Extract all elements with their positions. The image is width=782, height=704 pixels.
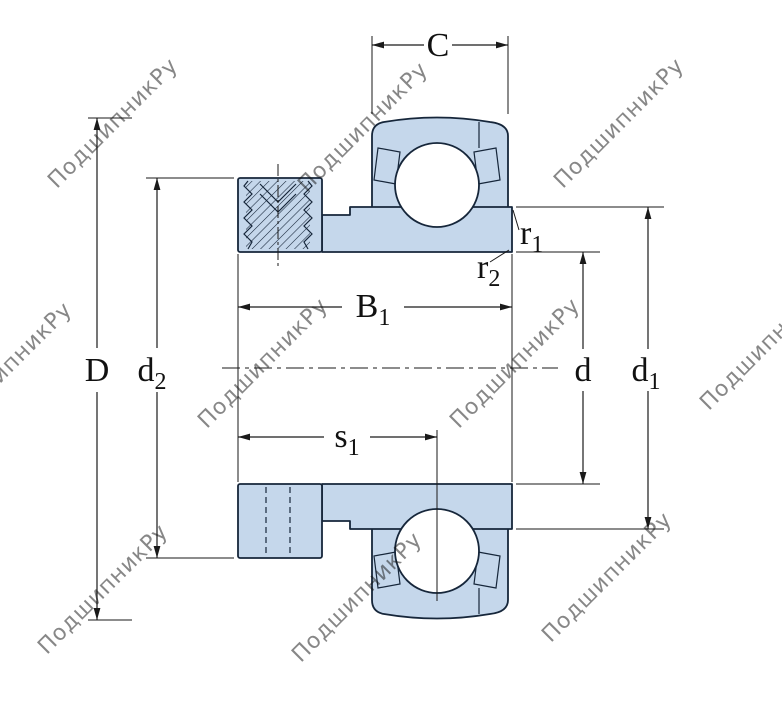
- watermark-text: ПодшипникРу: [549, 53, 689, 193]
- watermark-text: ПодшипникРу: [537, 507, 677, 647]
- label-D: D: [85, 352, 110, 389]
- dim-d2: d2: [138, 177, 234, 559]
- label-s1: s1: [334, 418, 359, 461]
- thread-right: [303, 180, 313, 250]
- dim-s1: s1: [238, 418, 438, 601]
- dim-r1: r1: [512, 209, 543, 258]
- dim-C: C: [371, 27, 509, 114]
- watermark-text: ПодшипникРу: [695, 275, 782, 415]
- watermark-text: ПодшипникРу: [193, 293, 333, 433]
- dim-d: d: [516, 251, 600, 485]
- watermark-text: ПодшипникРу: [445, 293, 585, 433]
- label-d2: d2: [138, 352, 167, 395]
- ball-top: [394, 142, 480, 228]
- watermark-text: ПодшипникРу: [0, 297, 78, 437]
- watermark-text: ПодшипникРу: [43, 53, 183, 193]
- thread-left: [243, 180, 253, 250]
- label-r2: r2: [477, 249, 500, 292]
- label-d: d: [575, 352, 592, 389]
- label-B1: B1: [356, 288, 391, 331]
- dim-D: D: [85, 117, 132, 621]
- label-r1: r1: [520, 215, 543, 258]
- dim-B1: B1: [237, 254, 513, 482]
- dim-d1: d1: [516, 206, 664, 530]
- dim-r2: r2: [477, 249, 510, 292]
- watermark-text: ПодшипникРу: [33, 519, 173, 659]
- label-d1: d1: [632, 352, 661, 395]
- locking-collar-bottom: [237, 483, 323, 559]
- set-screw: [243, 164, 313, 266]
- label-C: C: [427, 27, 450, 64]
